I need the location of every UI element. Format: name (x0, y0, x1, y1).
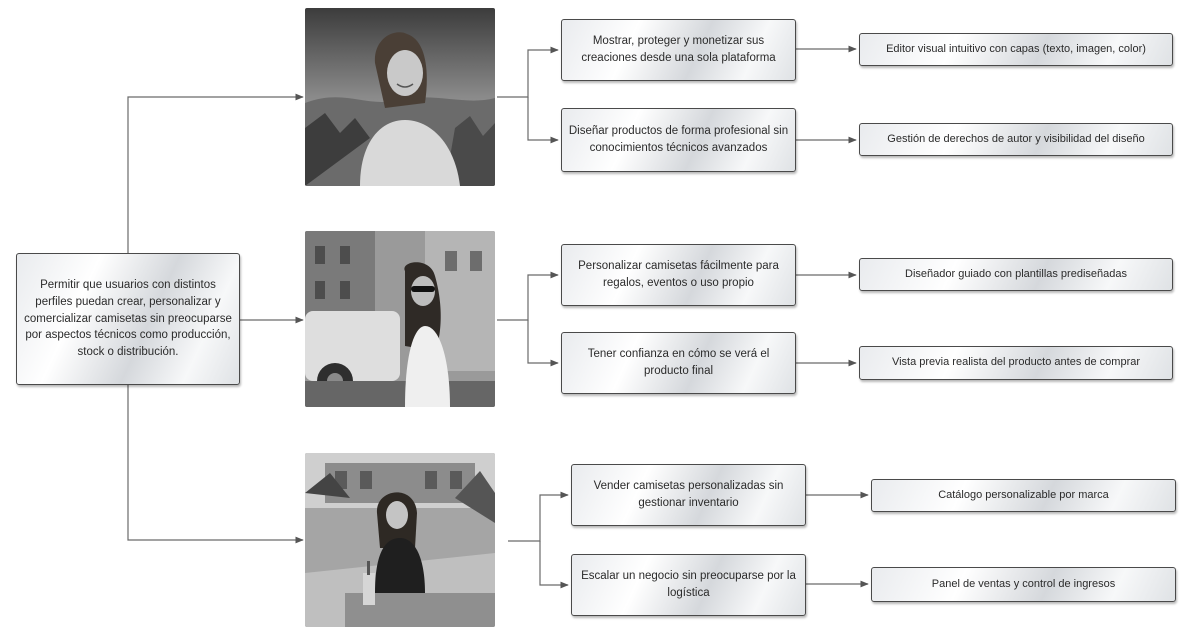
photo-3-to-need-2 (539, 541, 569, 589)
need-text: Escalar un negocio sin preocuparse por l… (581, 570, 796, 599)
persona-photo-creator (305, 8, 495, 186)
persona-photo-seller (305, 453, 495, 627)
need-box-b2-2: Tener confianza en cómo se verá el produ… (561, 332, 796, 394)
feature-box-b1-2: Gestión de derechos de autor y visibilid… (859, 123, 1173, 156)
feature-text: Editor visual intuitivo con capas (texto… (886, 42, 1146, 55)
need-box-b3-1: Vender camisetas personalizadas sin gest… (571, 464, 806, 526)
root-goal-box: Permitir que usuarios con distintos perf… (16, 253, 240, 385)
root-goal-text: Permitir que usuarios con distintos perf… (24, 279, 232, 358)
feature-text: Vista previa realista del producto antes… (891, 356, 1141, 369)
root-to-photo-3 (127, 385, 304, 544)
photo-2-to-need-2 (527, 320, 559, 367)
feature-box-b3-1: Catálogo personalizable por marca (871, 479, 1176, 512)
feature-box-b2-2: Vista previa realista del producto antes… (859, 346, 1173, 380)
photo-2-to-need-1 (497, 271, 559, 321)
need-text: Vender camisetas personalizadas sin gest… (593, 480, 784, 509)
need-text: Mostrar, proteger y monetizar sus creaci… (581, 35, 776, 64)
need-box-b1-1: Mostrar, proteger y monetizar sus creaci… (561, 19, 796, 81)
need-text: Personalizar camisetas fácilmente para r… (578, 260, 779, 289)
feature-box-b1-1: Editor visual intuitivo con capas (texto… (859, 33, 1173, 66)
need-box-b1-2: Diseñar productos de forma profesional s… (561, 108, 796, 172)
feature-box-b2-1: Diseñador guiado con plantillas prediseñ… (859, 258, 1173, 291)
feature-text: Panel de ventas y control de ingresos (931, 577, 1116, 590)
feature-text: Gestión de derechos de autor y visibilid… (887, 132, 1145, 145)
feature-text: Diseñador guiado con plantillas prediseñ… (905, 267, 1127, 280)
need-text: Diseñar productos de forma profesional s… (568, 125, 789, 154)
need-box-b3-2: Escalar un negocio sin preocuparse por l… (571, 554, 806, 616)
feature-text: Catálogo personalizable por marca (938, 488, 1109, 501)
root-to-photo-1 (127, 93, 304, 253)
photo-1-to-need-2 (527, 97, 559, 144)
need-box-b2-1: Personalizar camisetas fácilmente para r… (561, 244, 796, 306)
feature-box-b3-2: Panel de ventas y control de ingresos (871, 567, 1176, 602)
photo-3-to-need-1 (508, 491, 569, 542)
persona-photo-buyer (305, 231, 495, 407)
need-text: Tener confianza en cómo se verá el produ… (587, 348, 770, 377)
photo-1-to-need-1 (497, 46, 559, 98)
